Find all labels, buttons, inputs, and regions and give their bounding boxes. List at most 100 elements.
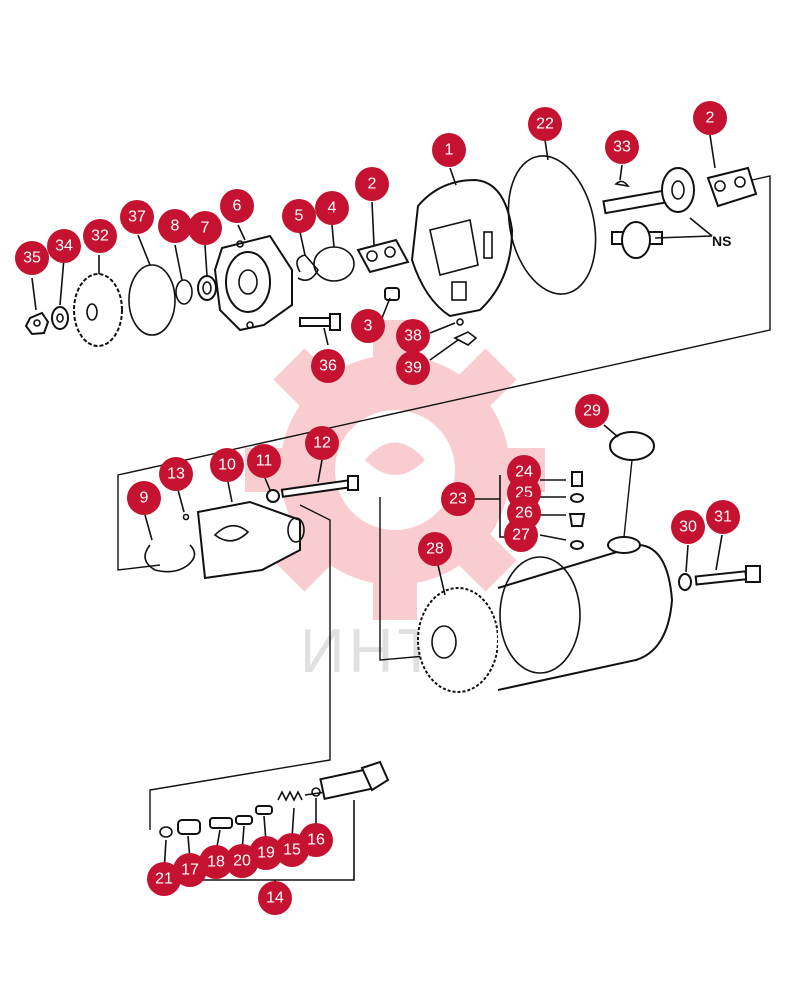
svg-text:4: 4 (328, 200, 337, 217)
part-washer-11 (266, 489, 280, 503)
callout-34: 34 (47, 229, 81, 263)
part-reservoir (497, 536, 674, 691)
callout-9: 9 (127, 481, 161, 515)
watermark-logo (245, 320, 545, 620)
callout-36: 36 (311, 349, 345, 383)
part-bolt-36 (299, 313, 341, 331)
svg-text:21: 21 (155, 871, 173, 888)
callout-12: 12 (305, 426, 339, 460)
part-bushing-7 (197, 275, 217, 301)
part-gear-32 (73, 273, 123, 347)
svg-text:2: 2 (368, 176, 377, 193)
callout-14: 14 (258, 881, 292, 915)
svg-text:37: 37 (128, 209, 146, 226)
callout-21: 21 (147, 862, 181, 896)
svg-text:39: 39 (404, 360, 422, 377)
svg-text:1: 1 (445, 142, 454, 159)
svg-text:23: 23 (449, 491, 467, 508)
part-shaft-gear-upper (602, 167, 695, 215)
svg-text:18: 18 (207, 854, 225, 871)
svg-text:8: 8 (171, 218, 180, 235)
callout-6: 6 (220, 189, 254, 223)
callout-37: 37 (120, 200, 154, 234)
part-bushing-block-2b (706, 166, 758, 208)
callout-35: 35 (15, 241, 49, 275)
callout-28: 28 (418, 532, 452, 566)
svg-text:26: 26 (515, 505, 533, 522)
svg-text:36: 36 (319, 358, 337, 375)
part-washer-25 (570, 493, 584, 503)
svg-text:34: 34 (55, 238, 73, 255)
svg-text:32: 32 (91, 228, 109, 245)
svg-text:3: 3 (364, 318, 373, 335)
part-key-33 (614, 180, 630, 188)
part-screw-24 (571, 471, 583, 487)
svg-text:29: 29 (583, 403, 601, 420)
part-pin-3 (384, 287, 400, 301)
part-bushing-block-2a (356, 238, 410, 274)
svg-text:28: 28 (426, 541, 444, 558)
part-ball-13 (182, 513, 190, 521)
part-washer-30 (678, 573, 692, 591)
callout-30: 30 (671, 510, 705, 544)
svg-text:7: 7 (201, 220, 210, 237)
svg-text:9: 9 (140, 490, 149, 507)
part-plug-16 (319, 760, 390, 800)
part-fitting-39 (453, 331, 478, 346)
callout-2: 2 (693, 101, 727, 135)
svg-text:35: 35 (23, 250, 41, 267)
callout-33: 33 (605, 130, 639, 164)
part-large-oring-22 (507, 155, 597, 295)
part-small-38 (456, 318, 464, 326)
part-shaft-gear-lower (611, 221, 663, 259)
callout-32: 32 (83, 219, 117, 253)
svg-text:27: 27 (512, 527, 530, 544)
part-seal-4 (313, 246, 355, 282)
part-cover-10 (196, 500, 305, 580)
callout-31: 31 (706, 500, 740, 534)
callout-7: 7 (188, 211, 222, 245)
callout-20: 20 (225, 844, 259, 878)
svg-text:11: 11 (256, 453, 273, 470)
part-pump-body-1 (410, 178, 514, 318)
svg-text:5: 5 (295, 208, 304, 225)
part-nut-35 (24, 311, 50, 336)
callout-1: 1 (432, 133, 466, 167)
part-clip-5 (296, 254, 319, 281)
callout-5: 5 (282, 199, 316, 233)
callout-39: 39 (396, 351, 430, 385)
part-ring-8 (175, 279, 193, 305)
svg-text:16: 16 (307, 832, 325, 849)
callout-27: 27 (504, 518, 538, 552)
callout-11: 11 (247, 444, 281, 478)
svg-text:2: 2 (706, 110, 715, 127)
callout-23: 23 (441, 482, 475, 516)
callout-3: 3 (351, 309, 385, 343)
part-bolt-12 (280, 475, 359, 498)
svg-text:33: 33 (613, 139, 631, 156)
svg-text:30: 30 (679, 519, 697, 536)
part-oring-37 (128, 264, 176, 336)
callout-13: 13 (159, 457, 193, 491)
part-washer-27 (570, 540, 584, 550)
callout-38: 38 (396, 319, 430, 353)
callout-8: 8 (158, 209, 192, 243)
part-bolt-31 (694, 565, 761, 586)
svg-text:20: 20 (233, 853, 251, 870)
callout-17: 17 (173, 853, 207, 887)
svg-text:12: 12 (313, 435, 331, 452)
svg-text:15: 15 (283, 842, 301, 859)
callout-22: 22 (528, 107, 562, 141)
svg-text:10: 10 (218, 457, 236, 474)
callout-4: 4 (315, 191, 349, 225)
svg-text:24: 24 (515, 464, 533, 481)
callout-2: 2 (355, 167, 389, 201)
svg-text:19: 19 (257, 845, 275, 862)
valve-group-14 (159, 760, 390, 838)
svg-text:22: 22 (536, 116, 554, 133)
part-housing-6 (213, 234, 293, 332)
callout-16: 16 (299, 823, 333, 857)
svg-text:13: 13 (167, 466, 185, 483)
svg-text:17: 17 (181, 862, 199, 879)
